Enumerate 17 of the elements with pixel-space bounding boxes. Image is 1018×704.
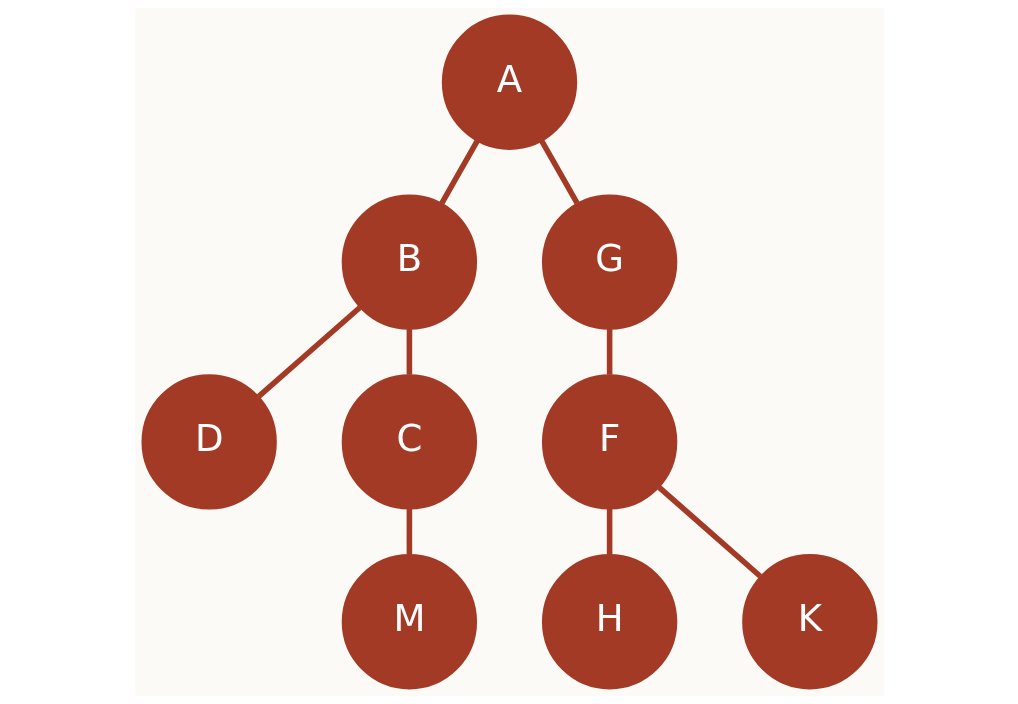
node-circle: D: [141, 374, 277, 510]
connector: [256, 305, 362, 399]
connector: [656, 485, 762, 579]
node-circle: F: [541, 374, 677, 510]
node-circle: H: [541, 554, 677, 690]
node-circle: M: [341, 554, 477, 690]
node-circle: B: [341, 194, 477, 330]
node-circle: G: [541, 194, 677, 330]
node-circle: K: [741, 554, 877, 690]
connector: [439, 139, 480, 205]
connector: [606, 508, 612, 555]
connector: [406, 329, 412, 375]
connector: [406, 508, 412, 555]
connector: [606, 329, 612, 375]
node-circle: C: [341, 374, 477, 510]
connector: [538, 139, 579, 205]
node-circle: A: [441, 14, 577, 150]
